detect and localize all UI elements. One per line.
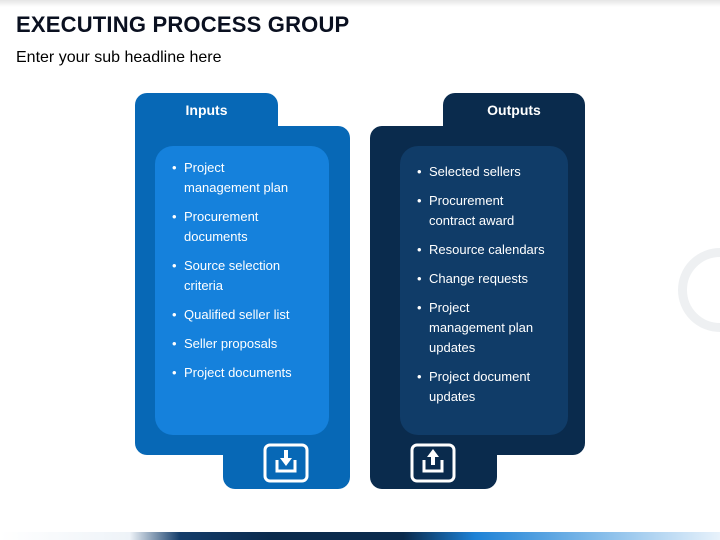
outputs-header-label: Outputs — [487, 102, 541, 118]
list-item: Resource calendars — [416, 240, 547, 260]
inputs-header-tab: Inputs — [135, 93, 278, 127]
list-item: Project management plan updates — [416, 298, 547, 358]
outputs-panel: Selected sellersProcurement contract awa… — [400, 146, 568, 435]
list-item: Selected sellers — [416, 162, 547, 182]
list-item: Procurement documents — [171, 207, 297, 247]
upload-icon — [410, 443, 456, 483]
download-icon — [263, 443, 309, 483]
list-item: Qualified seller list — [171, 305, 297, 325]
list-item: Project documents — [171, 363, 297, 383]
list-item: Source selection criteria — [171, 256, 297, 296]
footer-accent-bar — [0, 532, 720, 540]
outputs-header-tab: Outputs — [443, 93, 585, 127]
watermark-circle — [678, 248, 720, 332]
inputs-panel: Project management planProcurement docum… — [155, 146, 329, 435]
inputs-header-label: Inputs — [185, 102, 228, 118]
list-item: Procurement contract award — [416, 191, 547, 231]
inputs-list: Project management planProcurement docum… — [171, 158, 329, 383]
slide-subtitle: Enter your sub headline here — [16, 49, 222, 66]
outputs-list: Selected sellersProcurement contract awa… — [416, 162, 568, 407]
top-edge-shadow — [0, 0, 720, 7]
list-item: Project document updates — [416, 367, 547, 407]
list-item: Change requests — [416, 269, 547, 289]
slide-title: EXECUTING PROCESS GROUP — [16, 12, 350, 37]
list-item: Project management plan — [171, 158, 297, 198]
list-item: Seller proposals — [171, 334, 297, 354]
inputs-card: Inputs Project management planProcuremen… — [135, 93, 350, 489]
outputs-card: Outputs Selected sellersProcurement cont… — [370, 93, 585, 489]
